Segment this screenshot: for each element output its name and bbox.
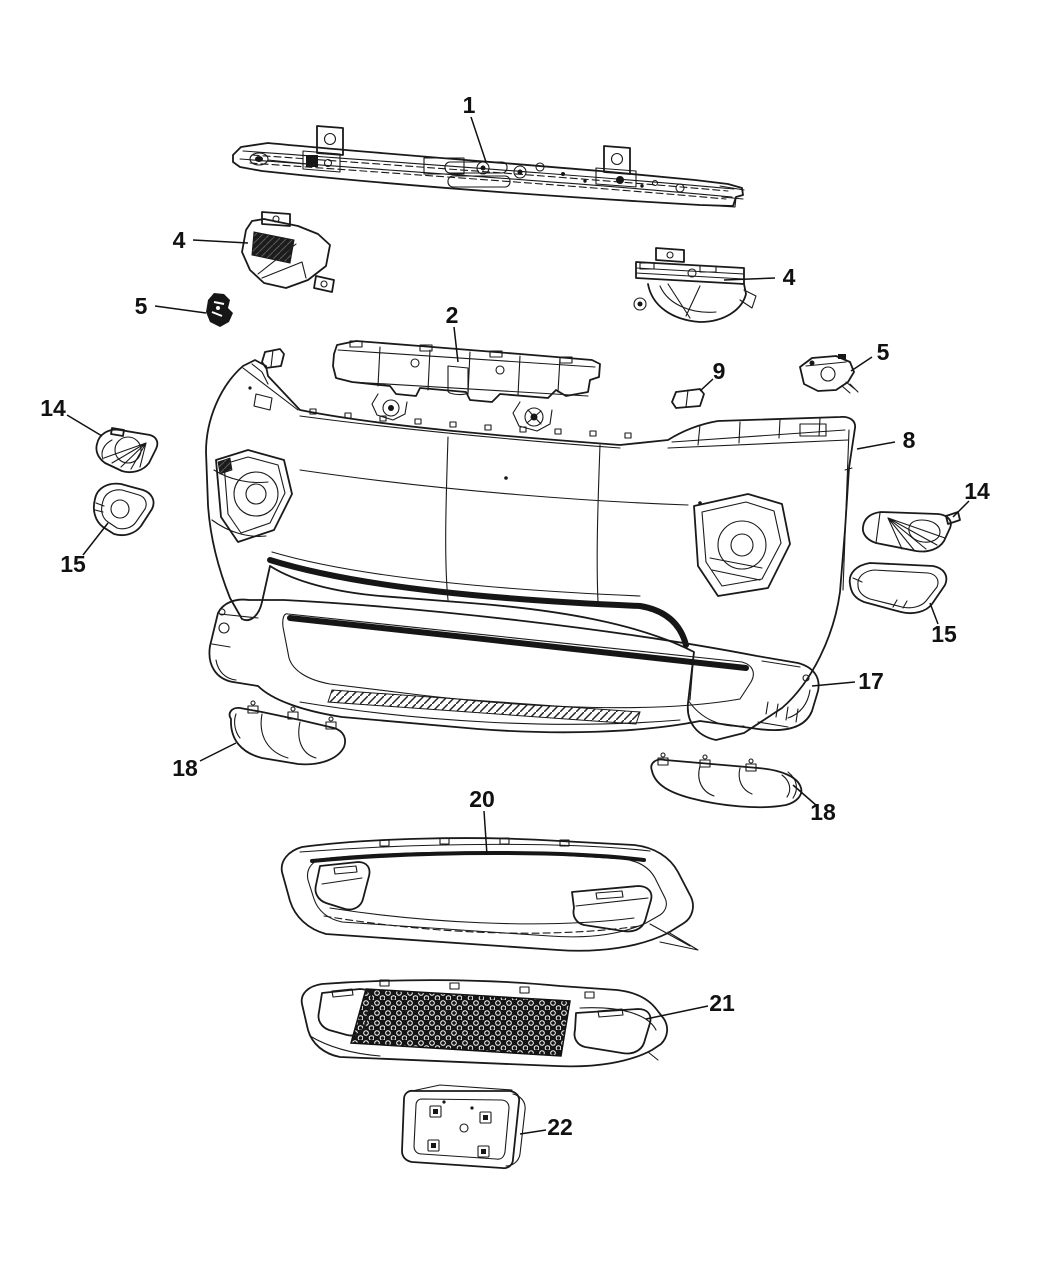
part-9-pad (671, 388, 705, 409)
part-4-bracket-right (633, 247, 757, 323)
part-14-fog-bezel-left (95, 427, 159, 474)
part-15-bezel-ring-right (848, 562, 948, 615)
part-20-upper-grille (280, 837, 699, 952)
callout-14-leader-line (952, 500, 970, 518)
callout-17-label: 17 (858, 668, 884, 694)
callout-14-leader-line (66, 414, 103, 437)
callout-5-leader-line (154, 305, 207, 314)
callout-20-leader-line (483, 810, 488, 856)
callout-8-leader-line (856, 441, 896, 450)
part-2-impact-absorber (332, 340, 601, 432)
callout-14-label: 14 (964, 478, 990, 504)
callout-17-leader-line (811, 681, 856, 687)
callout-15-label: 15 (931, 621, 957, 647)
callout-2-leader-line (453, 326, 459, 363)
bumper-pad-left (261, 348, 285, 369)
callout-4-leader-line (192, 239, 249, 244)
part-8-front-bumper-fascia (205, 359, 856, 741)
callout-5-label: 5 (877, 339, 890, 365)
callout-14-label: 14 (40, 395, 66, 421)
callout-4-label: 4 (783, 264, 796, 290)
callout-2-label: 2 (446, 302, 459, 328)
grille-mesh (350, 988, 571, 1057)
part-1-bumper-reinforcement-beam (232, 125, 745, 208)
callout-15-label: 15 (60, 551, 86, 577)
part-18-lamp-left (228, 700, 347, 766)
callout-4-leader-line (723, 277, 776, 281)
callout-1-label: 1 (463, 92, 476, 118)
callout-9-label: 9 (713, 358, 726, 384)
part-5-clip-left (206, 293, 233, 327)
part-15-bezel-ring-left (92, 482, 155, 537)
callout-18-label: 18 (172, 755, 198, 781)
callout-5-label: 5 (135, 293, 148, 319)
callout-8-label: 8 (903, 427, 916, 453)
part-5-clip-right (799, 354, 859, 394)
part-4-bracket-left (241, 211, 335, 293)
part-21-lower-grille (300, 979, 668, 1068)
callout-4-label: 4 (173, 227, 186, 253)
callout-9-leader-line (699, 378, 714, 392)
callout-18-leader-line (792, 784, 818, 807)
callout-18-leader-line (199, 742, 237, 762)
callout-22-label: 22 (547, 1114, 573, 1140)
part-14-fog-bezel-right (862, 511, 961, 553)
callout-15-leader-line (82, 522, 109, 556)
callout-22-leader-line (519, 1129, 547, 1135)
callout-21-leader-line (645, 1005, 709, 1020)
callout-5-leader-line (850, 356, 873, 372)
callout-15-leader-line (929, 602, 939, 625)
part-18-lamp-right (650, 752, 803, 809)
callout-1-leader-line (470, 116, 487, 163)
callout-20-label: 20 (469, 786, 495, 812)
part-22-license-plate-bracket (401, 1084, 526, 1170)
callout-18-label: 18 (810, 799, 836, 825)
part-17-lower-valance (208, 598, 820, 734)
callout-21-label: 21 (709, 990, 735, 1016)
